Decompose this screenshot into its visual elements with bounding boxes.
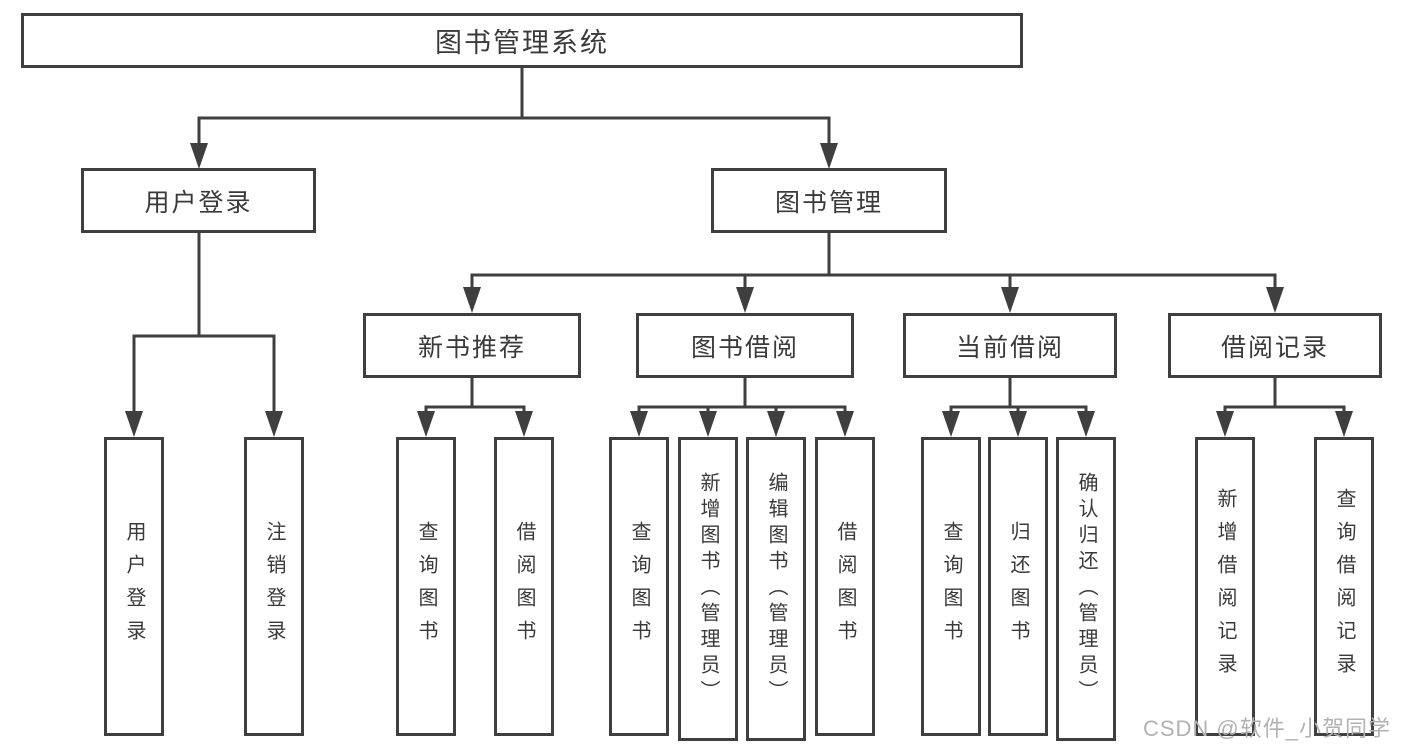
node-root-label: 图书管理系统 <box>435 28 609 58</box>
node-user-login-label: 用户登录 <box>144 188 253 217</box>
csdn-watermark: CSDN @软件_小贺同学 <box>1142 716 1391 741</box>
node-current-borrow: 当前借阅 <box>903 313 1117 378</box>
leaf-logout: 注销登录 <box>244 437 304 736</box>
leaf-borrow-borrow-books-label: 借阅图书 <box>834 520 856 653</box>
leaf-records-add-label: 新增借阅记录 <box>1214 487 1236 686</box>
leaf-borrow-add-books-label: 新增图书（管理员） <box>697 472 719 706</box>
leaf-recommend-borrow-books-label: 借阅图书 <box>513 520 535 653</box>
node-new-book-recommend-label: 新书推荐 <box>417 333 526 362</box>
node-book-management-label: 图书管理 <box>774 188 883 217</box>
arrowheads <box>125 143 1353 437</box>
leaf-current-return-books-label: 归还图书 <box>1007 520 1029 653</box>
node-book-borrow: 图书借阅 <box>636 313 854 378</box>
node-borrow-records-label: 借阅记录 <box>1220 333 1329 362</box>
leaf-records-query: 查询借阅记录 <box>1314 437 1374 736</box>
leaf-borrow-borrow-books: 借阅图书 <box>815 437 875 736</box>
leaf-borrow-add-books: 新增图书（管理员） <box>678 437 738 741</box>
leaf-current-query-books-label: 查询图书 <box>940 520 962 653</box>
node-borrow-records: 借阅记录 <box>1168 313 1382 378</box>
leaf-user-login: 用户登录 <box>104 437 164 736</box>
node-user-login: 用户登录 <box>81 168 316 233</box>
leaf-borrow-query-books: 查询图书 <box>609 437 669 736</box>
leaf-records-query-label: 查询借阅记录 <box>1333 487 1355 686</box>
leaf-borrow-query-books-label: 查询图书 <box>628 520 650 653</box>
leaf-records-add: 新增借阅记录 <box>1195 437 1255 736</box>
leaf-borrow-edit-books: 编辑图书（管理员） <box>746 437 806 741</box>
leaf-recommend-borrow-books: 借阅图书 <box>494 437 554 736</box>
leaf-user-login-label: 用户登录 <box>123 520 145 653</box>
leaf-borrow-edit-books-label: 编辑图书（管理员） <box>765 472 787 706</box>
leaf-current-confirm-return: 确认归还（管理员） <box>1056 437 1116 741</box>
leaf-current-query-books: 查询图书 <box>921 437 981 736</box>
leaf-current-confirm-return-label: 确认归还（管理员） <box>1075 472 1097 706</box>
node-new-book-recommend: 新书推荐 <box>363 313 581 378</box>
node-book-management: 图书管理 <box>711 168 947 233</box>
node-root: 图书管理系统 <box>21 13 1023 68</box>
leaf-current-return-books: 归还图书 <box>988 437 1048 736</box>
leaf-logout-label: 注销登录 <box>263 520 285 653</box>
node-current-borrow-label: 当前借阅 <box>955 333 1064 362</box>
leaf-recommend-query-books: 查询图书 <box>396 437 456 736</box>
node-book-borrow-label: 图书借阅 <box>690 333 799 362</box>
leaf-recommend-query-books-label: 查询图书 <box>415 520 437 653</box>
